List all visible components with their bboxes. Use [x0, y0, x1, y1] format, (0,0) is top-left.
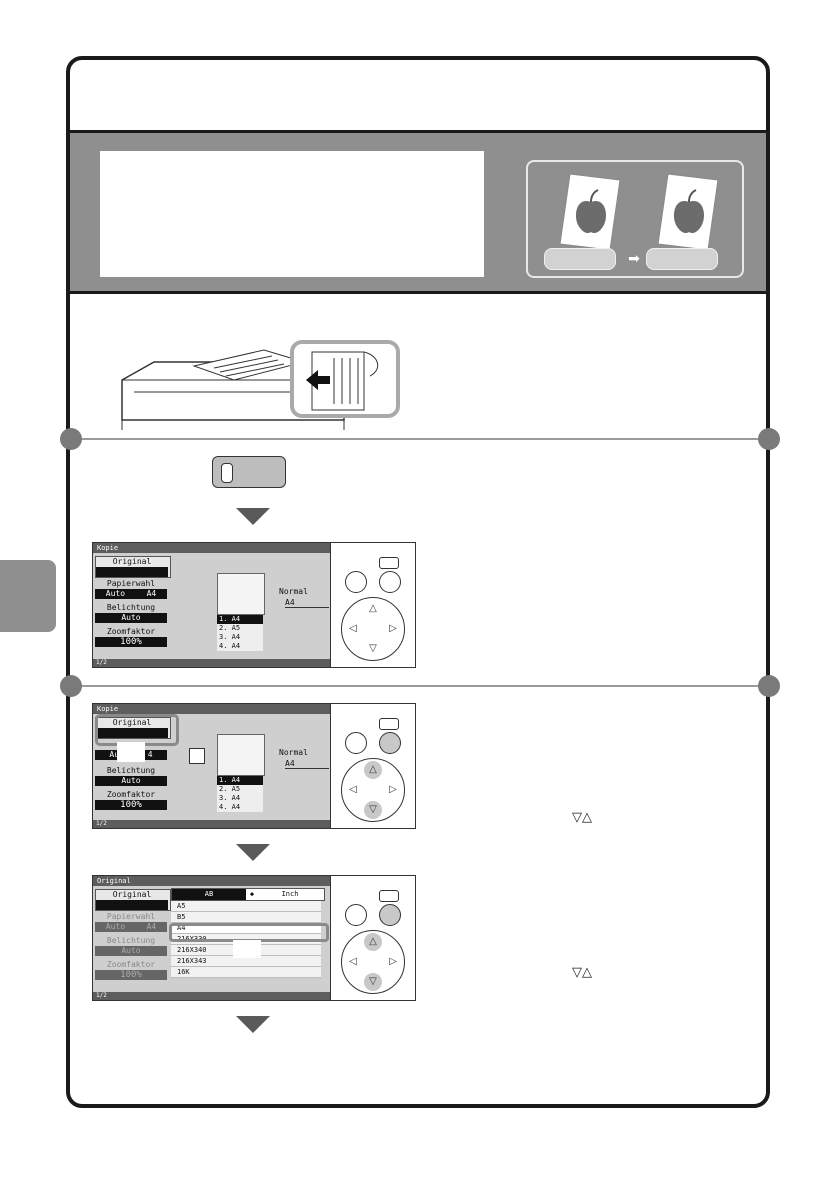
- step-divider: [66, 438, 770, 440]
- screen-title: Kopie: [93, 543, 331, 553]
- tray-list: 1. A4 2. A5 3. A4 4. A4: [217, 615, 263, 651]
- left-arrow-icon[interactable]: ◁: [349, 623, 357, 634]
- right-arrow-icon[interactable]: ▷: [389, 623, 397, 634]
- left-key[interactable]: [345, 732, 367, 754]
- page-indicator: 1/2: [93, 820, 331, 828]
- arrow-down-icon: [236, 844, 270, 861]
- right-arrow-icon[interactable]: ▷: [389, 784, 397, 795]
- machine-icon: [217, 734, 265, 776]
- down-arrow-icon[interactable]: ▽: [364, 973, 382, 991]
- left-key[interactable]: [345, 571, 367, 593]
- list-item[interactable]: 216X343: [171, 956, 321, 967]
- down-arrow-icon[interactable]: ▽: [364, 801, 382, 819]
- menu-belichtung: Belichtung Auto: [95, 936, 169, 956]
- back-key[interactable]: [379, 718, 399, 730]
- mode-label: Normal: [279, 748, 308, 757]
- machine-icon: [217, 573, 265, 615]
- step-marker: [60, 428, 82, 450]
- operation-keypad: △ ▽ ◁ ▷: [330, 703, 416, 829]
- document-feeder-illustration: [121, 349, 345, 430]
- back-key[interactable]: [379, 890, 399, 902]
- intro-band: ➡: [70, 130, 766, 294]
- chapter-tab: [0, 560, 56, 632]
- down-arrow-icon[interactable]: ▽: [369, 643, 377, 654]
- arrow-down-icon: [236, 1016, 270, 1033]
- arrow-keypad-ring: △ ▽ ◁ ▷: [341, 597, 405, 661]
- operation-keypad: △ ▽ ◁ ▷: [330, 542, 416, 668]
- arrow-keypad-ring: △ ▽ ◁ ▷: [341, 758, 405, 822]
- left-arrow-icon[interactable]: ◁: [349, 784, 357, 795]
- menu-original[interactable]: Original: [95, 889, 171, 911]
- unit-toggle[interactable]: AB ◆ Inch: [171, 888, 325, 901]
- copy-paper-icon: [657, 173, 719, 251]
- ok-key[interactable]: [379, 571, 401, 593]
- tray-list: 1. A4 2. A5 3. A4 4. A4: [217, 776, 263, 812]
- original-size-icon: [189, 748, 205, 764]
- mode-size: A4: [285, 598, 329, 608]
- menu-original[interactable]: Original: [95, 556, 171, 578]
- down-up-keys-icon: ▽△: [572, 965, 592, 980]
- screen-title: Kopie: [93, 704, 331, 714]
- original-paper-icon: [559, 173, 621, 251]
- left-arrow-icon[interactable]: ◁: [349, 956, 357, 967]
- zoom-insert-icon: [290, 340, 400, 418]
- step-marker: [758, 675, 780, 697]
- menu-original[interactable]: Original: [95, 717, 171, 739]
- step-divider: [66, 685, 770, 687]
- toggle-icon: ◆: [249, 890, 255, 898]
- ok-key[interactable]: [379, 904, 401, 926]
- step-marker: [60, 675, 82, 697]
- up-arrow-icon[interactable]: △: [364, 761, 382, 779]
- example-panel: ➡: [526, 160, 744, 278]
- menu-zoomfaktor: Zoomfaktor 100%: [95, 960, 169, 980]
- copy-size-pill: [646, 248, 718, 270]
- back-key[interactable]: [379, 557, 399, 569]
- arrow-right-icon: ➡: [628, 251, 640, 267]
- intro-text-box: [100, 151, 484, 277]
- ok-key[interactable]: [379, 732, 401, 754]
- up-arrow-icon[interactable]: △: [369, 603, 377, 614]
- callout-box: [117, 742, 145, 762]
- down-up-keys-icon: ▽△: [572, 810, 592, 825]
- mode-label: Normal: [279, 587, 308, 596]
- menu-belichtung[interactable]: Belichtung Auto: [95, 766, 169, 786]
- original-size-pill: [544, 248, 616, 270]
- key-indicator-icon: [221, 463, 233, 483]
- list-item[interactable]: A5: [171, 901, 321, 912]
- list-item-selected[interactable]: A4: [171, 923, 321, 934]
- operation-keypad: △ ▽ ◁ ▷: [330, 875, 416, 1001]
- left-key[interactable]: [345, 904, 367, 926]
- arrow-down-icon: [236, 508, 270, 525]
- mode-size: A4: [285, 759, 329, 769]
- right-arrow-icon[interactable]: ▷: [389, 956, 397, 967]
- up-arrow-icon[interactable]: △: [364, 933, 382, 951]
- screen-title: Original: [93, 876, 331, 886]
- page-indicator: 1/2: [93, 992, 331, 1000]
- menu-zoomfaktor[interactable]: Zoomfaktor 100%: [95, 790, 169, 810]
- arrow-keypad-ring: △ ▽ ◁ ▷: [341, 930, 405, 994]
- step-marker: [758, 428, 780, 450]
- callout-box: [233, 940, 261, 958]
- list-item[interactable]: B5: [171, 912, 321, 923]
- page-indicator: 1/2: [93, 659, 331, 667]
- menu-belichtung[interactable]: Belichtung Auto: [95, 603, 169, 623]
- list-item[interactable]: 16K: [171, 967, 321, 978]
- copy-mode-key[interactable]: [212, 456, 286, 488]
- menu-zoomfaktor[interactable]: Zoomfaktor 100%: [95, 627, 169, 647]
